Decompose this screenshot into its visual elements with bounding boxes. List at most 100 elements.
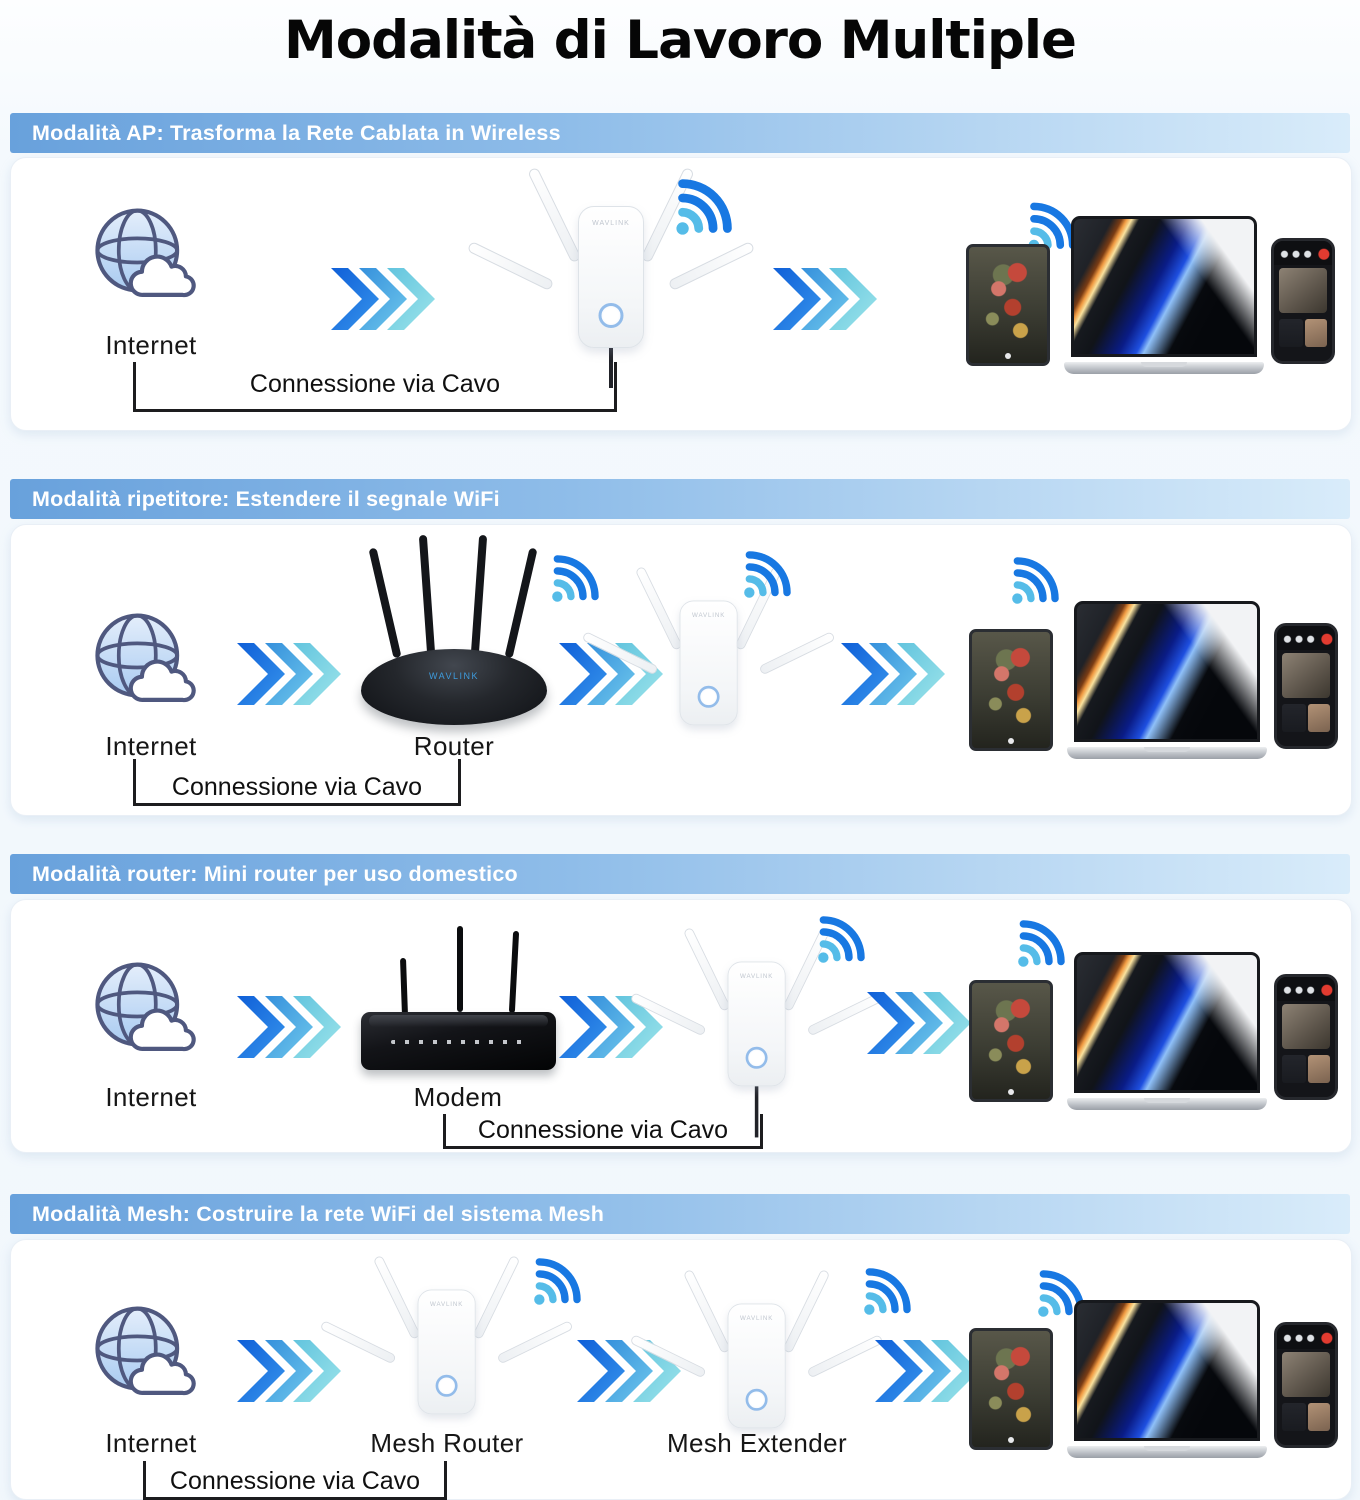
triple-chevron-icon	[237, 643, 341, 705]
section-header-ap: Modalità AP: Trasforma la Rete Cablata i…	[10, 113, 1350, 153]
section-header-repeater: Modalità ripetitore: Estendere il segnal…	[10, 479, 1350, 519]
client-device-group	[956, 214, 1341, 374]
laptop-screen	[1074, 601, 1260, 742]
client-device-group	[959, 950, 1344, 1110]
phone-ui-thumbnail	[1279, 319, 1303, 347]
router-antenna	[470, 534, 488, 656]
extender-body: WAVLINK	[679, 600, 738, 726]
antenna	[372, 1254, 421, 1340]
triple-chevron-icon	[559, 643, 663, 705]
antenna	[682, 1268, 731, 1354]
mesh-extender-label: Mesh Extender	[666, 1428, 848, 1458]
modem-antenna	[457, 926, 463, 1012]
ethernet-cable	[609, 346, 613, 388]
antenna	[466, 240, 555, 292]
wifi-signal-icon	[995, 541, 1069, 615]
phone-ui-thumbnail	[1308, 1403, 1330, 1431]
triple-chevron-icon	[559, 996, 663, 1058]
wireless-router-device: WAVLINK	[359, 533, 549, 733]
phone-ui-thumbnail	[1282, 1055, 1306, 1083]
mesh-extender-device: WAVLINK	[629, 1268, 884, 1450]
laptop-screen	[1074, 952, 1260, 1093]
phone-device	[1274, 623, 1338, 749]
triple-chevron-icon	[867, 992, 971, 1054]
router-antenna	[418, 534, 436, 656]
extender-body: WAVLINK	[417, 1289, 476, 1415]
triple-chevron-icon	[331, 268, 435, 330]
cable-bracket: Connessione via Cavo	[133, 759, 461, 806]
brand-label: WAVLINK	[429, 1301, 464, 1308]
antenna	[682, 926, 731, 1012]
wps-button-icon	[745, 1388, 768, 1411]
extender-body: WAVLINK	[578, 206, 644, 348]
wifi-signal-icon	[517, 1242, 591, 1316]
antenna	[758, 631, 836, 676]
internet-label: Internet	[105, 1082, 197, 1112]
laptop-device	[1067, 601, 1267, 759]
brand-label: WAVLINK	[739, 1315, 774, 1322]
router-label: Router	[413, 731, 495, 761]
modem-led-row	[391, 1040, 529, 1044]
wifi-signal-icon	[801, 900, 875, 974]
laptop-base	[1067, 747, 1267, 759]
phone-ui-thumbnail	[1308, 1055, 1330, 1083]
phone-ui-photo	[1282, 1352, 1330, 1397]
laptop-screen	[1071, 216, 1257, 357]
laptop-base	[1067, 1446, 1267, 1458]
triple-chevron-icon	[237, 1340, 341, 1402]
brand-label: WAVLINK	[739, 973, 774, 980]
internet-globe-icon	[89, 206, 205, 306]
phone-ui-topbar	[1277, 626, 1335, 650]
wifi-signal-icon	[847, 1252, 921, 1326]
extender-body: WAVLINK	[727, 961, 786, 1087]
section-panel-mesh: Internet WAVLINK Mesh Router	[10, 1239, 1352, 1500]
phone-device	[1271, 238, 1335, 364]
phone-device	[1274, 1322, 1338, 1448]
triple-chevron-icon	[237, 996, 341, 1058]
antenna	[806, 1334, 884, 1379]
laptop-device	[1064, 216, 1264, 374]
extender-body: WAVLINK	[727, 1303, 786, 1429]
section-header-router: Modalità router: Mini router per uso dom…	[10, 854, 1350, 894]
laptop-base	[1064, 362, 1264, 374]
tablet-device	[969, 1328, 1053, 1450]
wifi-extender-device: WAVLINK	[629, 926, 884, 1138]
brand-label: WAVLINK	[428, 671, 479, 681]
cable-bracket: Connessione via Cavo	[443, 1114, 763, 1149]
phone-ui-photo	[1279, 268, 1327, 313]
triple-chevron-icon	[773, 268, 877, 330]
phone-ui-thumbnail	[1305, 319, 1327, 347]
ethernet-cable	[754, 1084, 759, 1138]
internet-globe-icon	[89, 611, 205, 711]
client-device-group	[959, 1298, 1344, 1458]
section-header-mesh: Modalità Mesh: Costruire la rete WiFi de…	[10, 1194, 1350, 1234]
antenna	[527, 166, 582, 264]
modem-antenna	[399, 957, 409, 1017]
router-body	[361, 649, 547, 725]
section-panel-repeater: Internet WAVLINK Router	[10, 524, 1352, 816]
internet-label: Internet	[105, 1428, 197, 1458]
phone-ui-thumbnail	[1308, 704, 1330, 732]
wps-button-icon	[435, 1374, 458, 1397]
cable-label: Connessione via Cavo	[161, 1468, 429, 1497]
antenna	[782, 1268, 831, 1354]
section-panel-ap: Internet WAVLINK	[10, 157, 1352, 431]
phone-ui-photo	[1282, 1004, 1330, 1049]
wifi-signal-icon	[727, 535, 801, 609]
cable-label: Connessione via Cavo	[241, 371, 509, 409]
brand-label: WAVLINK	[592, 220, 630, 227]
antenna	[496, 1320, 574, 1365]
laptop-device	[1067, 952, 1267, 1110]
tablet-device	[966, 244, 1050, 366]
laptop-base	[1067, 1098, 1267, 1110]
antenna	[634, 565, 683, 651]
brand-label: WAVLINK	[691, 612, 726, 619]
phone-ui-topbar	[1277, 1325, 1335, 1349]
modem-antenna	[508, 930, 520, 1014]
antenna	[667, 240, 756, 292]
antenna	[472, 1254, 521, 1340]
wifi-signal-icon	[1001, 904, 1075, 978]
modem-device	[361, 912, 556, 1087]
section-panel-router: Internet Modem	[10, 899, 1352, 1153]
